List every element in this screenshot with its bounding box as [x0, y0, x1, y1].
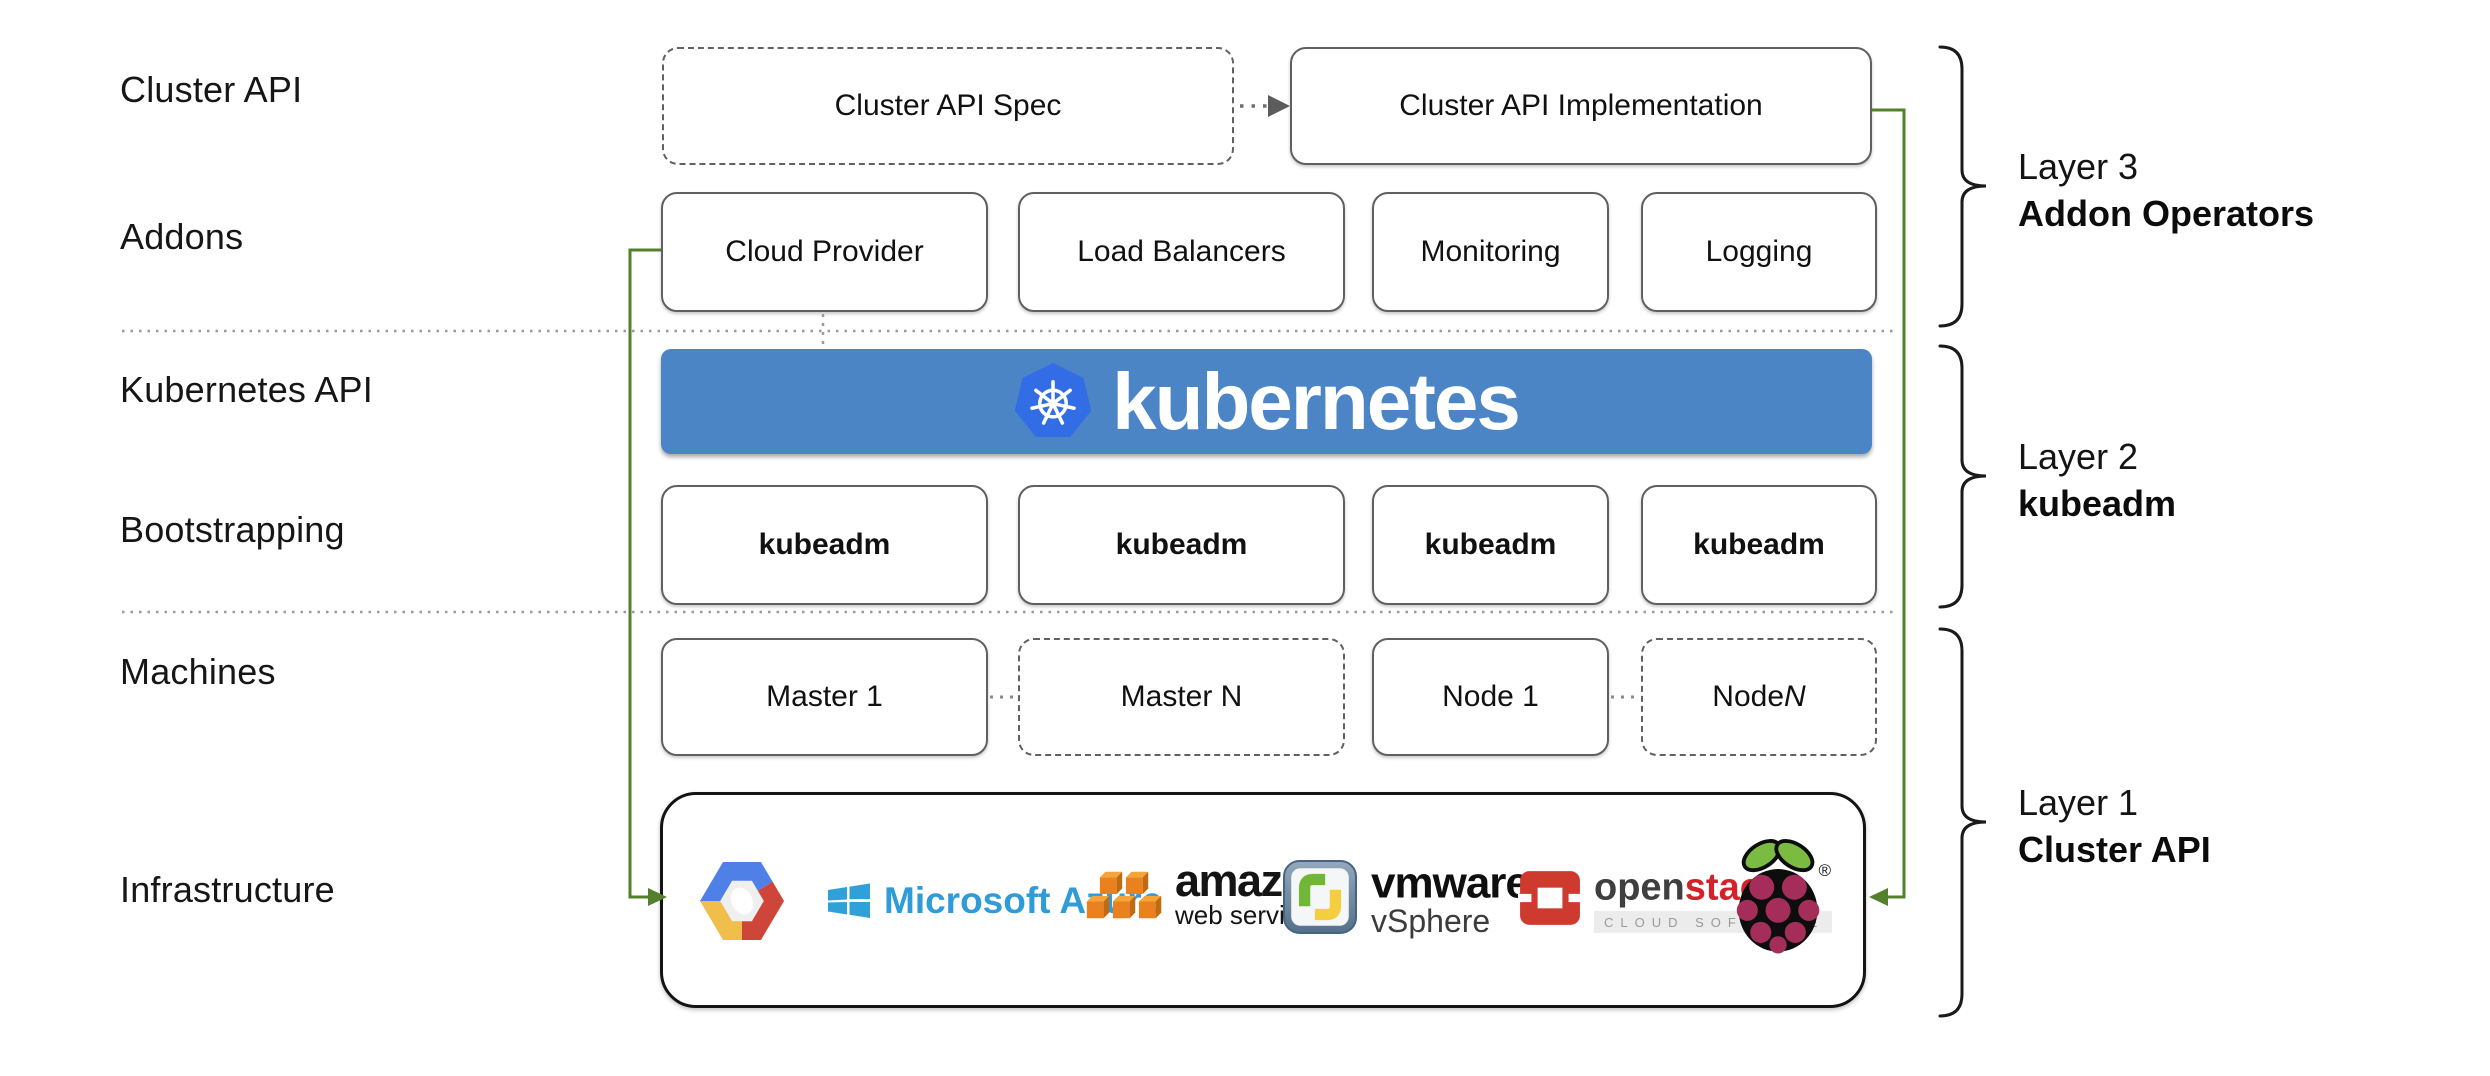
machine-box-node-n: Node N — [1641, 638, 1877, 756]
kubeadm-box-3: kubeadm — [1372, 485, 1609, 605]
cloud-provider-to-infrastructure-connector — [628, 248, 661, 899]
spec-to-implementation-arrowhead — [1268, 95, 1290, 117]
row-label-addons: Addons — [120, 216, 244, 257]
machine-box-node-1: Node 1 — [1372, 638, 1609, 756]
google-cloud-icon — [696, 855, 788, 947]
row-label-machines: Machines — [120, 651, 276, 692]
cluster-api-spec-box: Cluster API Spec — [662, 47, 1234, 165]
kubernetes-logo-icon — [1014, 361, 1092, 443]
kubeadm-box-2: kubeadm — [1018, 485, 1345, 605]
infrastructure-box: Microsoft Azure — [660, 792, 1866, 1008]
vmware-label: vmware — [1371, 858, 1530, 908]
vmware-vsphere-icon: vmware® vSphere — [1283, 857, 1539, 939]
row-label-infrastructure: Infrastructure — [120, 869, 335, 910]
raspberry-pi-icon: ® — [1731, 833, 1831, 955]
kubernetes-wordmark: kubernetes — [1112, 357, 1521, 446]
addon-box-logging: Logging — [1641, 192, 1877, 312]
addon-box-cloud-provider: Cloud Provider — [661, 192, 988, 312]
layer-3-brace — [1938, 45, 1987, 328]
kubernetes-banner: kubernetes — [661, 349, 1872, 454]
right-green-arrowhead — [1869, 888, 1888, 906]
layer-3-label: Layer 3 Addon Operators — [2018, 146, 2315, 234]
row-label-bootstrapping: Bootstrapping — [120, 509, 345, 550]
layer-1-brace — [1938, 627, 1987, 1018]
openstack-label-open: open — [1594, 866, 1685, 909]
layer-1-label: Layer 1 Cluster API — [2018, 782, 2211, 870]
cluster-api-implementation-box: Cluster API Implementation — [1290, 47, 1872, 165]
machine-box-master-n: Master N — [1018, 638, 1345, 756]
machine-box-master-1: Master 1 — [661, 638, 988, 756]
vsphere-label: vSphere — [1371, 902, 1491, 939]
row-label-cluster-api: Cluster API — [120, 69, 303, 110]
layer-2-brace — [1938, 344, 1987, 609]
addon-box-load-balancers: Load Balancers — [1018, 192, 1345, 312]
layer-2-label: Layer 2 kubeadm — [2018, 436, 2177, 524]
kubeadm-box-4: kubeadm — [1641, 485, 1877, 605]
raspberry-pi-reg-mark: ® — [1818, 861, 1831, 880]
row-label-kubernetes-api: Kubernetes API — [120, 369, 373, 410]
addon-box-monitoring: Monitoring — [1372, 192, 1609, 312]
kubeadm-box-1: kubeadm — [661, 485, 988, 605]
